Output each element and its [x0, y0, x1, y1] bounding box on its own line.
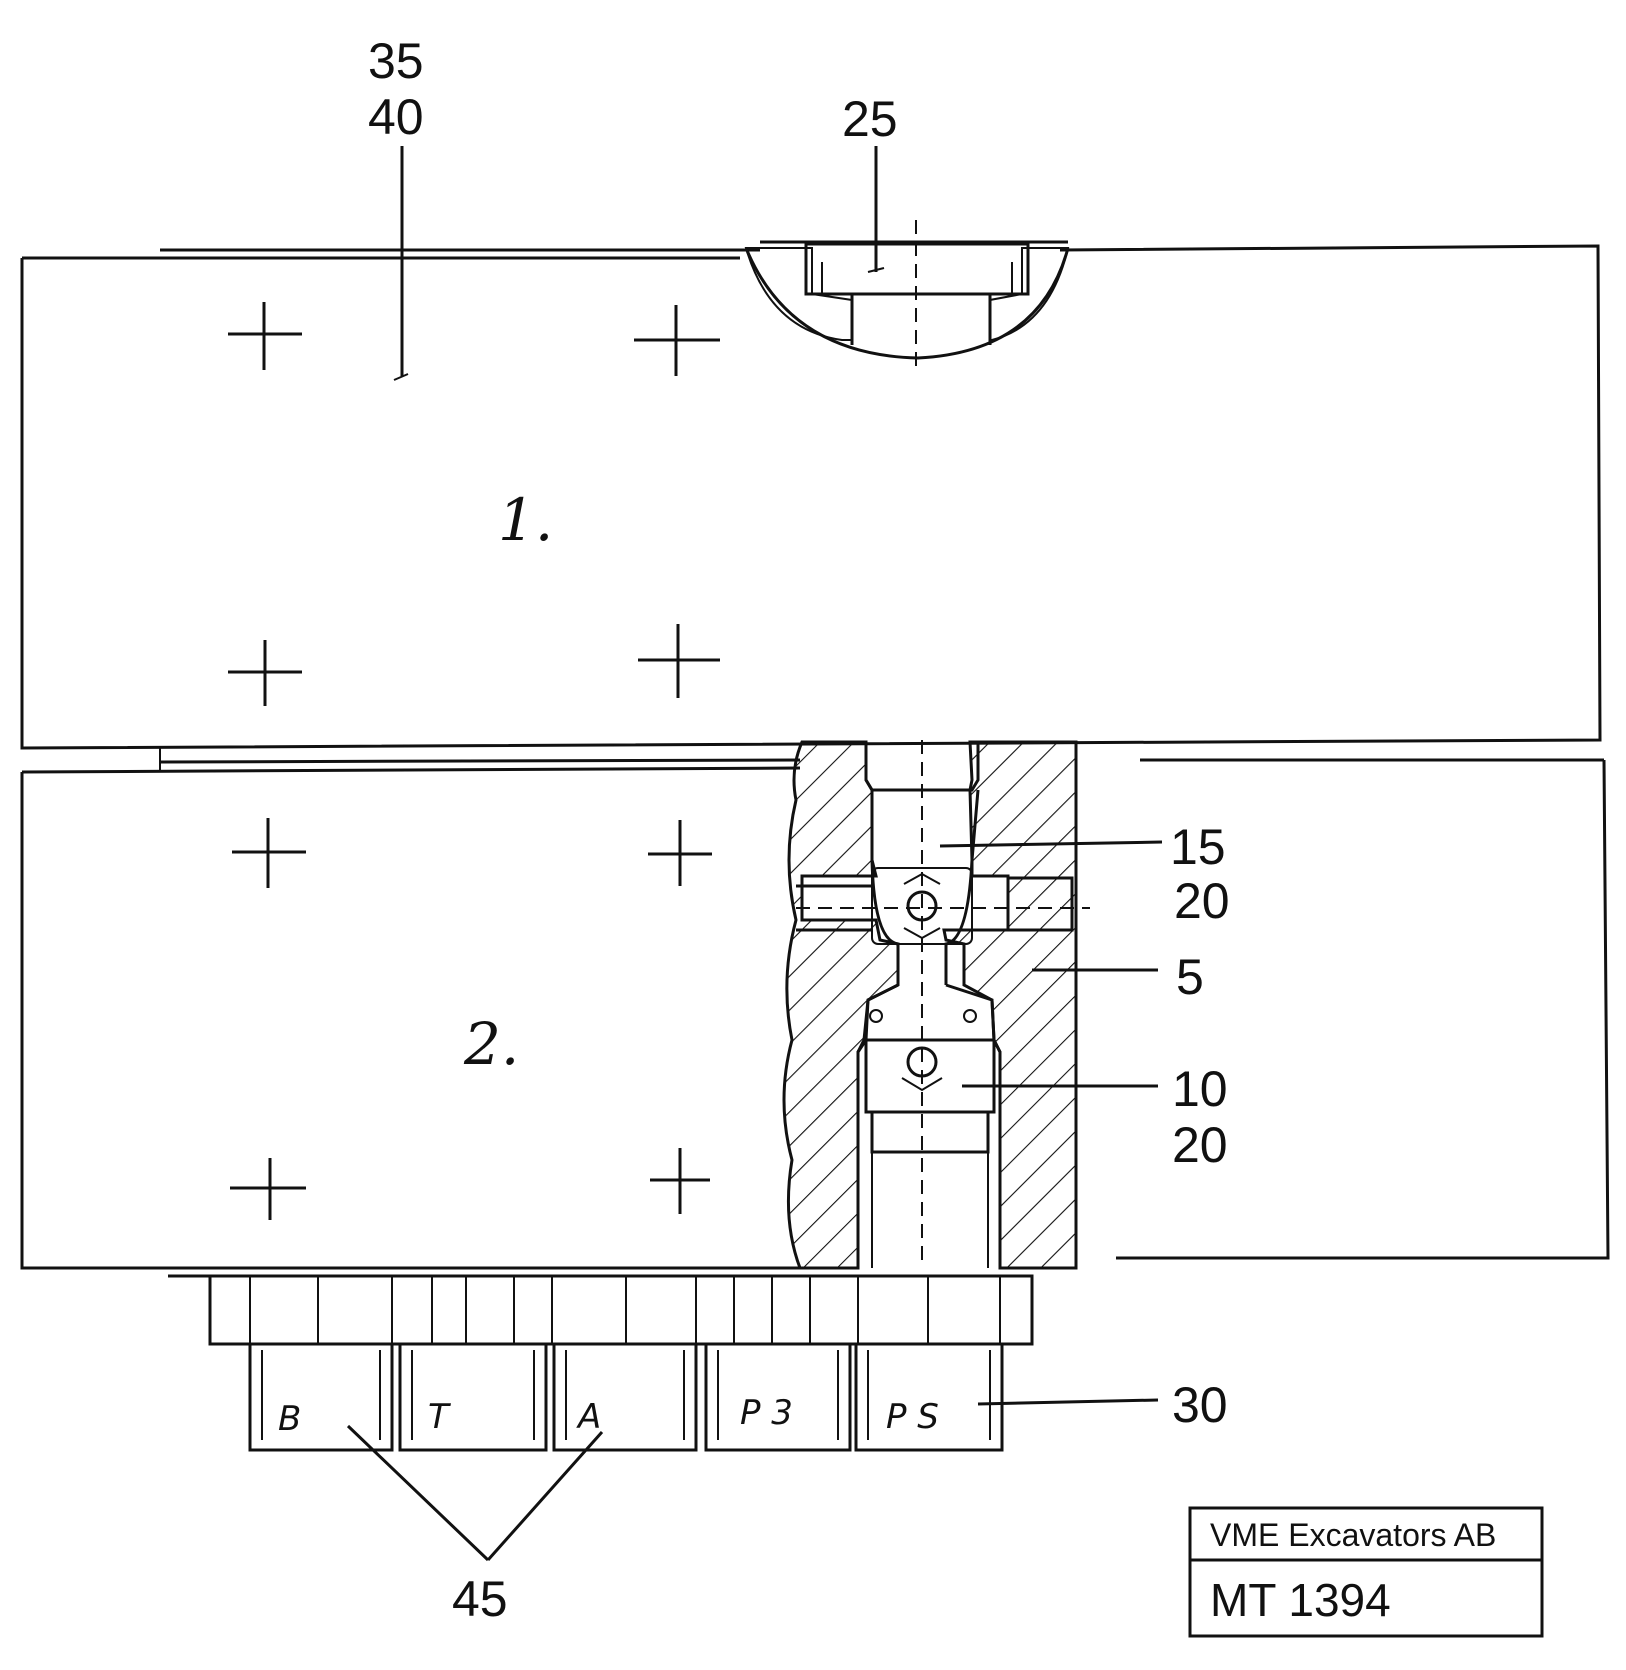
- upper-block: [20, 240, 1602, 750]
- callout-25: 25: [842, 91, 898, 147]
- title-block: VME Excavators AB MT 1394: [1188, 1506, 1544, 1638]
- callout-20-lower: 20: [1172, 1117, 1228, 1173]
- top-plug-section: [744, 220, 1070, 368]
- callout-30: 30: [1172, 1377, 1228, 1433]
- section-label-1: 1.: [498, 486, 553, 554]
- port-label-t: T: [428, 1397, 451, 1437]
- port-label-ps: P S: [886, 1397, 939, 1437]
- valve-cross-section: [782, 740, 1090, 1270]
- leader-lines: [346, 146, 1163, 1562]
- block1-bolt-marks: [228, 302, 720, 706]
- drawing-number: MT 1394: [1210, 1574, 1391, 1626]
- block2-bolt-marks: [230, 818, 712, 1220]
- callout-40: 40: [368, 89, 424, 145]
- callout-5: 5: [1176, 949, 1204, 1005]
- port-label-p3: P 3: [740, 1393, 793, 1433]
- callout-15: 15: [1170, 819, 1226, 875]
- callout-20-upper: 20: [1174, 873, 1230, 929]
- lower-block: [20, 748, 1610, 1278]
- callout-45: 45: [452, 1571, 508, 1627]
- port-label-a: A: [576, 1397, 601, 1437]
- callout-35: 35: [368, 33, 424, 89]
- callout-10: 10: [1172, 1061, 1228, 1117]
- port-manifold: [208, 1274, 1034, 1346]
- port-label-b: B: [278, 1399, 301, 1439]
- section-label-2: 2.: [463, 1010, 519, 1078]
- port-fittings: [248, 1342, 1004, 1452]
- company-name: VME Excavators AB: [1210, 1517, 1496, 1553]
